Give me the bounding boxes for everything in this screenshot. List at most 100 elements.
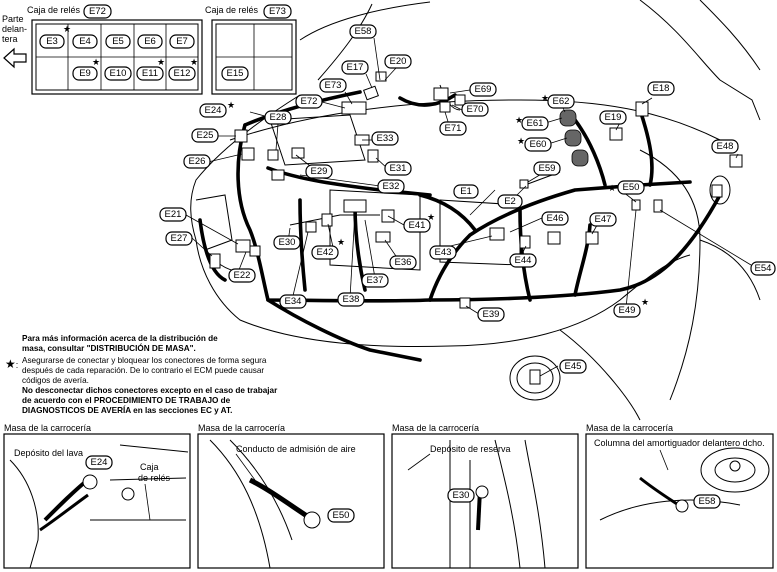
panel-1-title: Masa de la carrocería — [4, 423, 91, 433]
tag-e58: E58 — [349, 24, 377, 39]
panel-3-title: Masa de la carrocería — [392, 423, 479, 433]
svg-text:E45: E45 — [565, 361, 582, 372]
tag-e29: E29 — [305, 164, 333, 179]
tag-e73: E73 — [319, 78, 347, 93]
tag-e60: E60 — [524, 137, 552, 152]
tag-e37: E37 — [361, 273, 389, 288]
tag-e44: E44 — [509, 253, 537, 268]
panel-2-tag: E50 — [327, 508, 355, 523]
relay-box-1-tag: E72 — [83, 4, 112, 19]
svg-text:E18: E18 — [653, 83, 670, 94]
relay-box-2-title: Caja de relés — [205, 5, 259, 15]
svg-text:E48: E48 — [717, 141, 734, 152]
tag-e48: E48 — [711, 139, 739, 154]
svg-text:E72: E72 — [301, 96, 318, 107]
svg-text:E17: E17 — [347, 62, 364, 73]
tag-e61: E61 — [521, 116, 549, 131]
panel-2-label-duct: Conducto de admisión de aire — [236, 444, 356, 454]
tag-e69: E69 — [469, 82, 497, 97]
tag-e45: E45 — [559, 359, 587, 374]
svg-text:E38: E38 — [343, 294, 360, 305]
svg-text:E24: E24 — [91, 457, 108, 468]
svg-text:★: ★ — [541, 93, 549, 103]
svg-text:E31: E31 — [390, 163, 407, 174]
svg-text:E42: E42 — [317, 247, 334, 258]
tag-e33: E33 — [371, 131, 399, 146]
svg-text:★: ★ — [517, 136, 525, 146]
star-mark: ★ — [92, 57, 100, 67]
note-line-7: de acuerdo con el PROCEDIMIENTO DE TRABA… — [22, 396, 231, 405]
arrow-left-icon — [3, 47, 27, 69]
tag-e25: E25 — [191, 128, 219, 143]
svg-text:E59: E59 — [539, 163, 556, 174]
svg-text:E47: E47 — [595, 214, 612, 225]
note-line-8: DIAGNOSTICOS DE AVERÍA en las secciones … — [22, 406, 233, 415]
svg-text:E27: E27 — [171, 233, 188, 244]
svg-text:E33: E33 — [377, 133, 394, 144]
svg-text:★: ★ — [608, 183, 616, 193]
svg-text:★: ★ — [427, 212, 435, 222]
svg-text:★: ★ — [515, 115, 523, 125]
tag-e46: E46 — [541, 211, 569, 226]
svg-text:E1: E1 — [460, 186, 472, 197]
connector-tags: E58 E20 E17 E69 E70 E71 E73 E72 E24 E28 … — [159, 24, 776, 374]
svg-text:E50: E50 — [333, 510, 350, 521]
tag-e38: E38 — [337, 292, 365, 307]
tag-e34: E34 — [279, 294, 307, 309]
cell-e15: E15 — [227, 68, 244, 79]
svg-text:E2: E2 — [504, 196, 516, 207]
svg-text:E46: E46 — [547, 213, 564, 224]
tag-e20: E20 — [384, 54, 412, 69]
detail-panel-2: Masa de la carrocería Conducto de admisi… — [197, 423, 385, 569]
star-legend-icon: ★ — [5, 357, 16, 371]
panel-3-label-reservoir: Depósito de reserva — [430, 444, 511, 454]
tag-e21: E21 — [159, 207, 187, 222]
star-mark: ★ — [190, 57, 198, 67]
svg-text:E36: E36 — [395, 257, 412, 268]
note-line-1: Para más información acerca de la distri… — [22, 334, 218, 343]
svg-text:E25: E25 — [197, 130, 214, 141]
svg-text:E22: E22 — [234, 270, 251, 281]
svg-text:E73: E73 — [325, 80, 342, 91]
ground-note: Para más información acerca de la distri… — [22, 334, 218, 354]
tag-e1: E1 — [453, 184, 479, 199]
front-label-1: Parte — [2, 14, 24, 24]
tag-e36: E36 — [389, 255, 417, 270]
cell-e12: E12 — [174, 68, 191, 79]
detail-panels: Masa de la carrocería Depósito del lava … — [3, 423, 774, 569]
detail-panel-4: Masa de la carrocería Columna del amorti… — [585, 423, 774, 569]
cell-e6: E6 — [144, 36, 156, 47]
relay-box-e72: Caja de relés E72 E3 E4 E5 E6 E7 E9 E10 … — [27, 4, 203, 95]
svg-text:E50: E50 — [623, 182, 640, 193]
svg-text:E30: E30 — [453, 490, 470, 501]
panel-3-tag: E30 — [447, 488, 475, 503]
detail-panel-3: Masa de la carrocería Depósito de reserv… — [391, 423, 579, 569]
connector-bodies — [209, 71, 743, 385]
panel-1-label-box-2: de relés — [138, 473, 171, 483]
svg-text:E29: E29 — [311, 166, 328, 177]
svg-text:E70: E70 — [467, 104, 484, 115]
tag-e26: E26 — [183, 154, 211, 169]
cell-e9: E9 — [79, 68, 91, 79]
note-line-2: masa, consultar "DISTRIBUCIÓN DE MASA". — [22, 344, 196, 353]
lock-star-markers: ★ ★ ★ ★ ★ ★ ★ ★ — [227, 93, 649, 307]
panel-4-title: Masa de la carrocería — [586, 423, 673, 433]
connector-lock-note: Asegurarse de conectar y bloquear los co… — [22, 356, 277, 416]
cell-e5: E5 — [112, 36, 124, 47]
panel-2-title: Masa de la carrocería — [198, 423, 285, 433]
tag-e43: E43 — [429, 245, 457, 260]
cell-e3: E3 — [46, 36, 58, 47]
svg-text:E19: E19 — [605, 112, 622, 123]
svg-text:E44: E44 — [515, 255, 532, 266]
tag-e70: E70 — [461, 102, 489, 117]
tag-e31: E31 — [384, 161, 412, 176]
tag-e17: E17 — [341, 60, 369, 75]
svg-text:E49: E49 — [619, 305, 636, 316]
note-line-5: códigos de avería. — [22, 376, 89, 385]
svg-text:E60: E60 — [530, 139, 547, 150]
svg-text:E71: E71 — [445, 123, 462, 134]
front-direction-indicator: Parte delan- tera — [2, 14, 27, 69]
svg-text:E69: E69 — [475, 84, 492, 95]
svg-text:E58: E58 — [699, 496, 716, 507]
